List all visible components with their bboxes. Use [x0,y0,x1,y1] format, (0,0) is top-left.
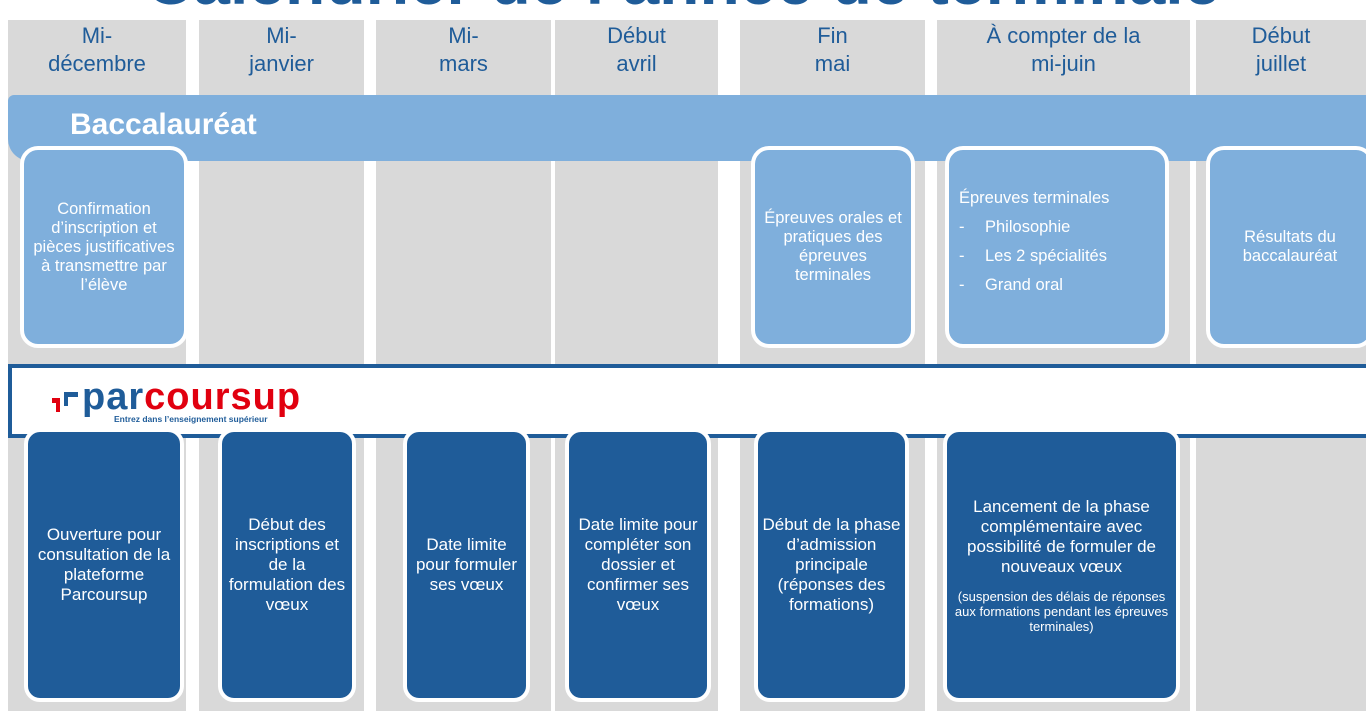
parcoursup-box-text: Date limite pour formuler ses vœux [415,535,518,594]
column-header-line2: avril [616,51,657,76]
column-header-mi-mars: Mi- mars [376,22,551,92]
parcoursup-box-phase-principale: Début de la phase d’admission principale… [754,428,909,702]
list-item: -Grand oral [959,276,1063,294]
parcoursup-arrow-icon [52,392,78,412]
parcoursup-logo: parcoursup Entrez dans l’enseignement su… [52,376,302,424]
parcoursup-box-date-limite-dossier: Date limite pour compléter son dossier e… [565,428,711,702]
parcoursup-box-text: Début des inscriptions et de la formulat… [228,515,346,614]
bac-box-confirmation: Confirmation d’inscription et pièces jus… [20,146,188,348]
parcoursup-box-ouverture: Ouverture pour consultation de la platef… [24,428,184,702]
bac-box-epreuves-orales: Épreuves orales et pratiques des épreuve… [751,146,915,348]
column-header-line2: juillet [1255,51,1307,76]
bac-box-epreuves-terminales: Épreuves terminales -Philosophie -Les 2 … [945,146,1169,348]
bac-box-text: Confirmation d’inscription et pièces jus… [33,199,175,294]
parcoursup-band [8,364,1366,438]
column-header-fin-mai: Fin mai [740,22,925,92]
column-header-line1: À compter de la [986,23,1141,48]
parcoursup-box-phase-complementaire: Lancement de la phase complémentaire ave… [943,428,1180,702]
parcoursup-box-text: Ouverture pour consultation de la platef… [37,525,171,604]
column-header-line1: Début [1251,23,1311,48]
column-header-line1: Mi- [266,23,297,48]
baccalaureat-heading: Baccalauréat [70,108,257,141]
bac-box-text: Épreuves orales et pratiques des épreuve… [764,209,902,284]
bac-box-title: Épreuves terminales [959,189,1110,207]
logo-tagline: Entrez dans l’enseignement supérieur [114,414,268,424]
logo-text-par: par [82,376,145,418]
column-header-debut-juillet: Début juillet [1196,22,1366,92]
parcoursup-box-text: Début de la phase d’admission principale… [762,515,901,614]
list-item: -Philosophie [959,218,1071,236]
parcoursup-box-date-limite-voeux: Date limite pour formuler ses vœux [403,428,530,702]
column-header-line2: mars [439,51,488,76]
list-item: -Les 2 spécialités [959,247,1107,265]
column-header-mi-decembre: Mi- décembre [8,22,186,92]
column-header-line2: janvier [249,51,314,76]
column-header-line1: Mi- [81,23,113,48]
column-header-line2: mai [814,51,851,76]
column-header-line1: Fin [817,23,848,48]
epreuves-list: -Philosophie -Les 2 spécialités -Grand o… [959,218,1109,295]
parcoursup-box-text: Lancement de la phase complémentaire ave… [967,496,1156,576]
page-title: Calendrier de l’année de terminale [0,0,1366,14]
logo-text-coursup: coursup [144,376,302,418]
parcoursup-box-note: (suspension des délais de réponses aux f… [954,588,1169,634]
column-header-line1: Début [607,23,666,48]
column-header-line1: Mi- [448,23,479,48]
column-header-line2: décembre [48,51,146,76]
column-header-mi-juin: À compter de la mi-juin [937,22,1190,92]
column-header-debut-avril: Début avril [555,22,718,92]
parcoursup-box-inscriptions: Début des inscriptions et de la formulat… [218,428,356,702]
column-header-line2: mi-juin [1031,51,1096,76]
bac-box-text: Résultats du baccalauréat [1242,228,1338,265]
bac-box-resultats: Résultats du baccalauréat [1206,146,1366,348]
parcoursup-box-text: Date limite pour compléter son dossier e… [578,515,698,614]
column-header-mi-janvier: Mi- janvier [199,22,364,92]
